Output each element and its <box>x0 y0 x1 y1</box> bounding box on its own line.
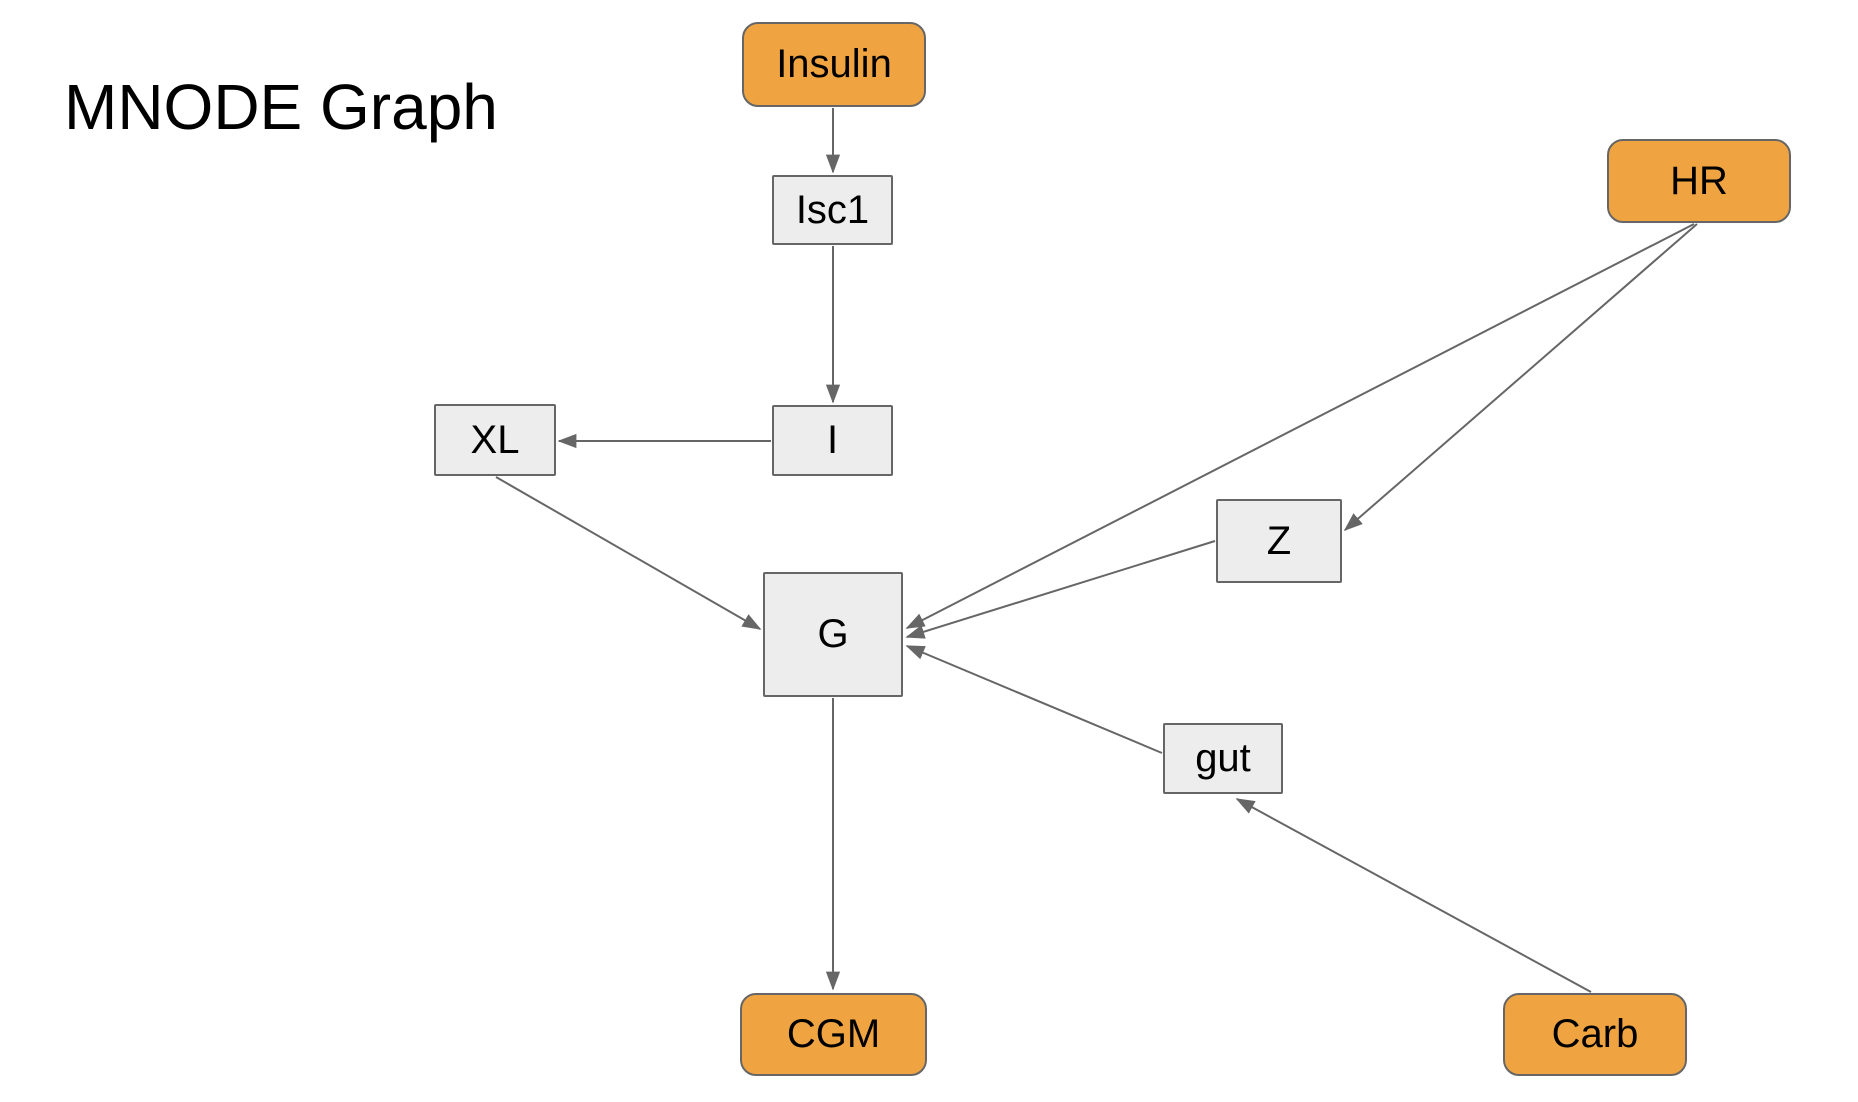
node-label-z: Z <box>1266 518 1292 563</box>
node-label-insulin: Insulin <box>776 42 892 86</box>
node-cgm: CGM <box>740 993 927 1076</box>
node-gut: gut <box>1163 723 1283 794</box>
edge-group <box>495 108 1698 993</box>
node-label-hr: HR <box>1670 158 1728 203</box>
edge-carb-gut <box>1235 798 1592 993</box>
node-z: Z <box>1216 499 1342 583</box>
node-carb: Carb <box>1503 993 1687 1076</box>
edge-z-g <box>905 540 1216 639</box>
node-xl: XL <box>434 404 556 476</box>
node-g: G <box>763 572 903 697</box>
edge-xl-g <box>495 476 762 630</box>
edge-hr-z <box>1343 223 1698 532</box>
node-label-isc1: Isc1 <box>795 187 870 232</box>
node-insulin: Insulin <box>742 22 926 107</box>
edge-gut-g <box>905 645 1163 754</box>
page-title: MNODE Graph <box>64 71 498 143</box>
node-i: I <box>772 405 893 476</box>
node-hr: HR <box>1607 139 1791 223</box>
node-label-g: G <box>817 612 849 656</box>
node-label-carb: Carb <box>1551 1012 1639 1056</box>
node-label-cgm: CGM <box>786 1012 881 1056</box>
node-label-xl: XL <box>470 417 520 462</box>
node-isc1: Isc1 <box>772 175 893 245</box>
node-label-gut: gut <box>1195 736 1251 780</box>
node-label-i: I <box>826 418 839 462</box>
